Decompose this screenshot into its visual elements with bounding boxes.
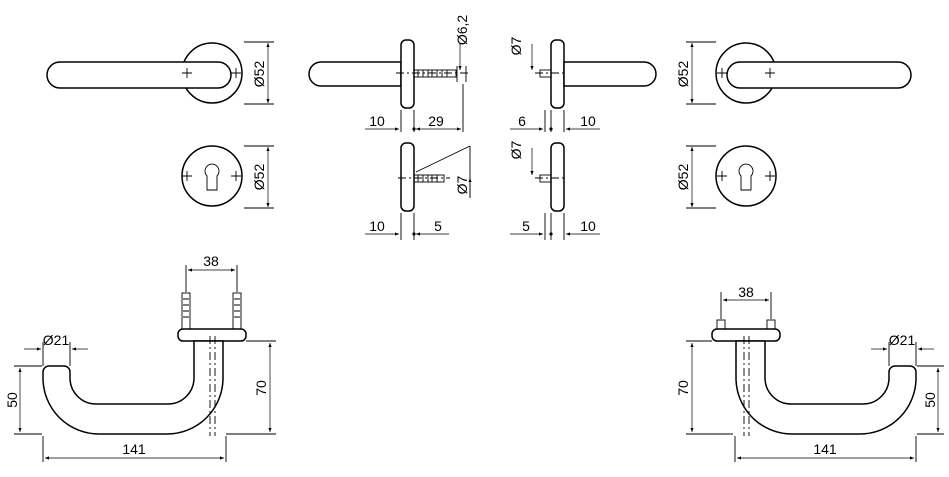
dim-rose-diameter-4: Ø52 bbox=[675, 164, 691, 191]
dim-rose-thickness-4: 10 bbox=[580, 218, 596, 234]
dim-spindle-diameter: Ø6,2 bbox=[454, 15, 470, 46]
dim-rose-diameter-1: Ø52 bbox=[251, 61, 267, 88]
dim-rose-diameter-2: Ø52 bbox=[251, 164, 267, 191]
dim-projection-left: 70 bbox=[253, 380, 269, 396]
front-view-rose-left: Ø52 bbox=[181, 145, 274, 209]
side-view-rose-left: Ø7 10 5 bbox=[365, 142, 472, 240]
dim-grip-height-left: 50 bbox=[4, 392, 20, 408]
dim-spindle-length: 29 bbox=[428, 113, 444, 129]
dim-rose-diameter-3: Ø52 bbox=[675, 61, 691, 88]
dim-rose-thickness-3: 10 bbox=[580, 113, 596, 129]
dim-fixing-spacing-left: 38 bbox=[203, 253, 219, 269]
dim-screw-diameter-1: Ø7 bbox=[454, 175, 470, 194]
dim-screw-diameter-2: Ø7 bbox=[508, 36, 524, 55]
dim-grip-diameter-left: Ø21 bbox=[43, 332, 70, 348]
dim-screw-offset: 6 bbox=[518, 113, 526, 129]
dim-lever-length-left: 141 bbox=[122, 441, 146, 457]
side-view-rose-right: Ø7 5 10 bbox=[508, 140, 600, 240]
dim-screw-diameter-3: Ø7 bbox=[508, 140, 524, 159]
dim-rose-thickness-1: 10 bbox=[369, 113, 385, 129]
dim-lever-length-right: 141 bbox=[813, 441, 837, 457]
dim-grip-height-right: 50 bbox=[922, 392, 938, 408]
dim-screw-offset-small-1: 5 bbox=[434, 218, 442, 234]
top-view-lever-left: 38 Ø21 50 70 141 bbox=[4, 253, 276, 462]
dim-screw-offset-small-2: 5 bbox=[522, 218, 530, 234]
side-view-spindle-left: Ø6,2 10 29 bbox=[308, 15, 470, 132]
dim-projection-right: 70 bbox=[675, 380, 691, 396]
front-view-rose-right: Ø52 bbox=[675, 145, 777, 209]
front-view-lever-left: Ø52 bbox=[46, 41, 274, 105]
top-view-lever-right: 38 Ø21 50 70 141 bbox=[675, 284, 944, 462]
dim-rose-thickness-2: 10 bbox=[369, 218, 385, 234]
dim-grip-diameter-right: Ø21 bbox=[889, 332, 916, 348]
dim-fixing-spacing-right: 38 bbox=[738, 284, 754, 300]
front-view-lever-right: Ø52 bbox=[675, 41, 912, 105]
side-view-screw-right: Ø7 6 10 bbox=[508, 36, 657, 132]
